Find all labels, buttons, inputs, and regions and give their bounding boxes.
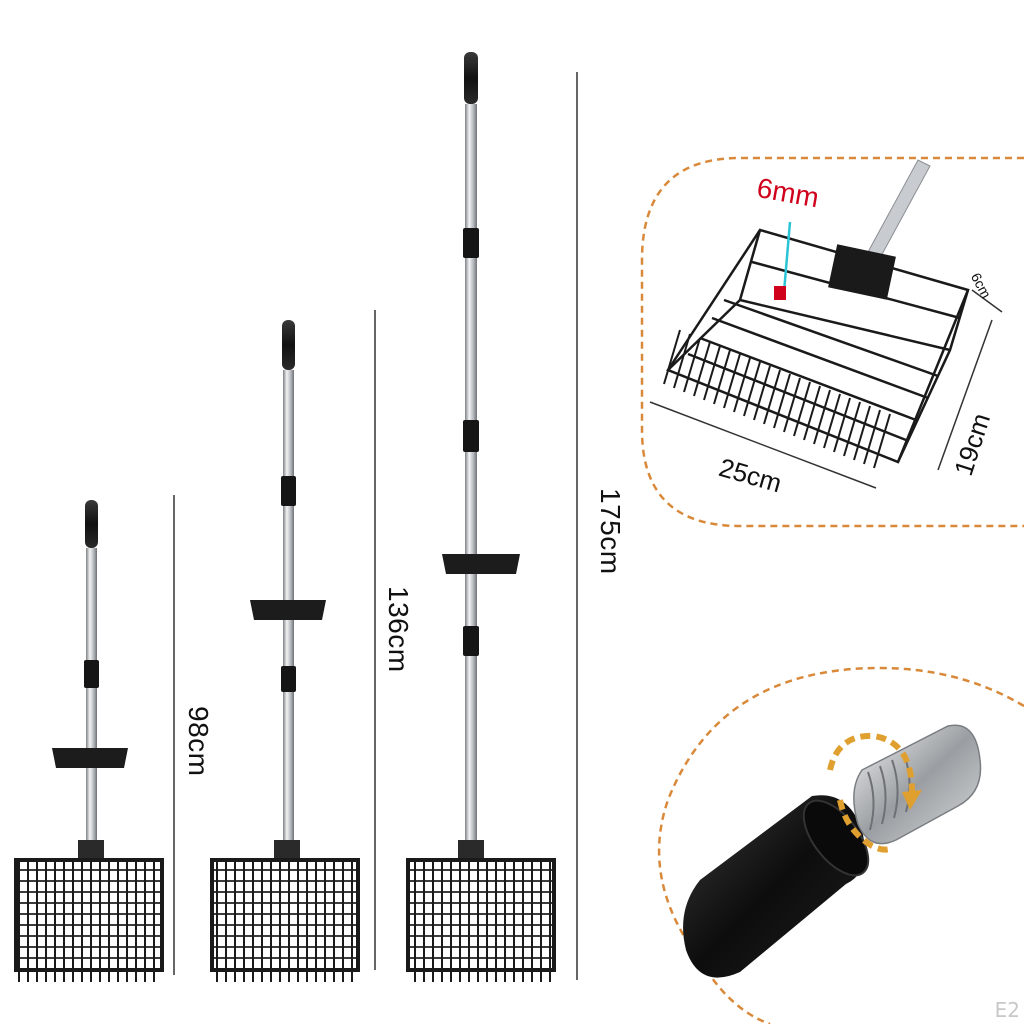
rake-short-grip [85,500,98,548]
rotate-arrowhead-icon [902,790,922,810]
rake-medium-joint-lower [281,666,296,692]
width-dimension-line [649,401,877,489]
height-label-tall: 175cm [595,488,626,575]
rake-tall [406,52,556,982]
gap-pointer-line [782,221,792,293]
basket-detail-pole [867,159,931,259]
thread-detail-panel [657,666,1024,1024]
rake-medium-grip [282,320,295,370]
thread-detail-threads [853,724,982,845]
rake-short-joint [84,660,99,688]
rake-short-foot-handle [52,748,128,768]
rake-medium [210,320,360,982]
rotate-arrow-icon [827,732,915,793]
thread-detail-tube-opening [802,799,870,877]
basket-detail-tines [663,329,891,469]
rake-medium-foot-handle [250,600,326,620]
gap-marker [774,286,786,300]
rake-tall-joint-1 [463,228,479,258]
basket-detail-wire [666,228,970,464]
thread-detail-border [657,666,1024,1024]
rake-medium-bracket [274,840,300,862]
watermark-label: E2 [994,998,1020,1022]
rake-tall-joint-3 [463,626,479,656]
basket-detail-panel [640,156,1024,528]
rake-short-basket [14,858,164,982]
rake-tall-bracket [458,840,484,862]
rotate-arrow-tail-icon [837,799,894,853]
rake-tall-foot-handle [442,554,520,574]
rake-medium-joint-upper [281,476,296,506]
rake-medium-basket [210,858,360,982]
rake-tall-basket [406,858,556,982]
height-label-medium: 136cm [383,586,414,673]
rake-tall-joint-2 [463,420,479,452]
rake-short-bracket [78,840,104,862]
rake-tall-pole [465,104,477,860]
length-dimension-line [937,319,993,471]
depth-dimension-line [971,289,1003,313]
rake-tall-grip [464,52,478,104]
basket-detail-border [640,156,1024,528]
height-label-short: 98cm [183,706,214,777]
rake-short [14,500,164,982]
rake-short-pole [86,548,97,860]
